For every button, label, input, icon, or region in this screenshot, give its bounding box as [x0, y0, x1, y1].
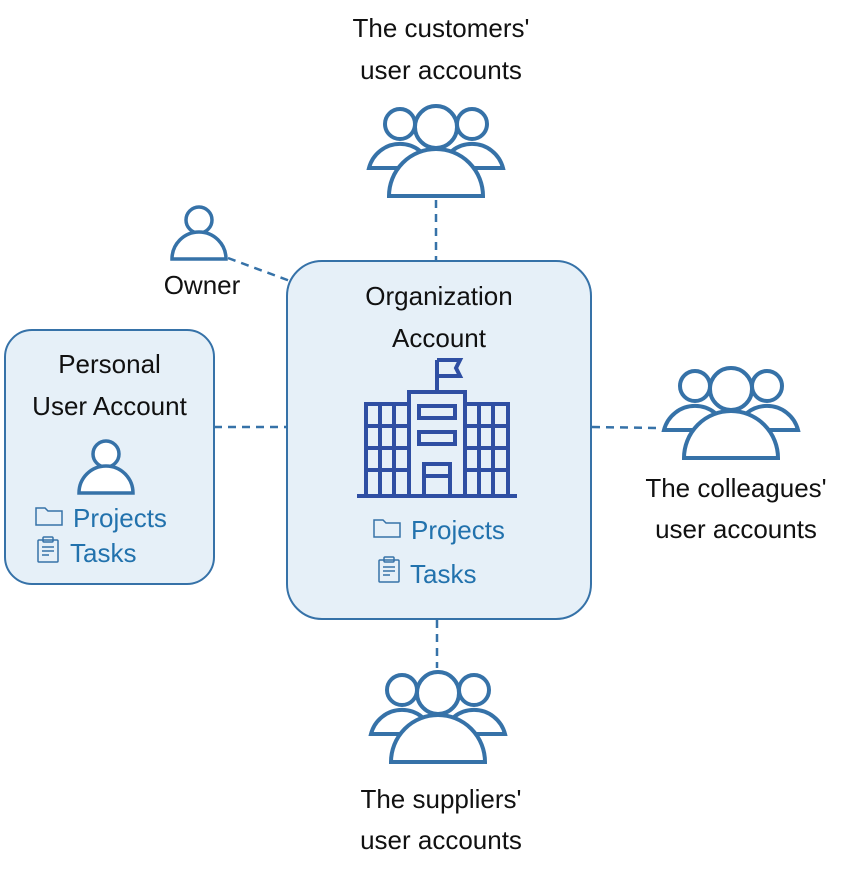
org-folder-icon	[373, 519, 401, 538]
customers-group-icon	[366, 104, 506, 198]
suppliers-label-line2: user accounts	[360, 825, 522, 855]
building-icon	[357, 358, 517, 498]
colleagues-group-icon	[661, 366, 801, 460]
org-tasks-label: Tasks	[410, 559, 477, 589]
customers-label-line2: user accounts	[360, 55, 522, 85]
personal-projects-label: Projects	[73, 503, 167, 533]
org-projects-label: Projects	[411, 515, 505, 545]
owner-label: Owner	[163, 270, 241, 300]
organization-title-line2: Account	[392, 323, 486, 353]
customers-label-line1: The customers'	[352, 13, 530, 43]
suppliers-label-line1: The suppliers'	[360, 784, 522, 814]
personal-account-title-line2: User Account	[32, 391, 187, 421]
org-clipboard-icon	[378, 556, 400, 583]
organization-account-box	[286, 260, 592, 620]
colleagues-label-line1: The colleagues'	[645, 473, 827, 503]
organization-title-line1: Organization	[365, 281, 513, 311]
connector-colleagues	[591, 425, 661, 430]
personal-tasks-label: Tasks	[70, 538, 137, 568]
colleagues-label-line2: user accounts	[655, 514, 817, 544]
owner-person-icon	[170, 205, 228, 261]
suppliers-group-icon	[368, 670, 508, 764]
personal-person-icon	[77, 439, 135, 495]
connector-owner	[227, 256, 291, 283]
personal-folder-icon	[35, 507, 63, 526]
personal-clipboard-icon	[37, 536, 59, 563]
personal-account-title-line1: Personal	[58, 349, 161, 379]
